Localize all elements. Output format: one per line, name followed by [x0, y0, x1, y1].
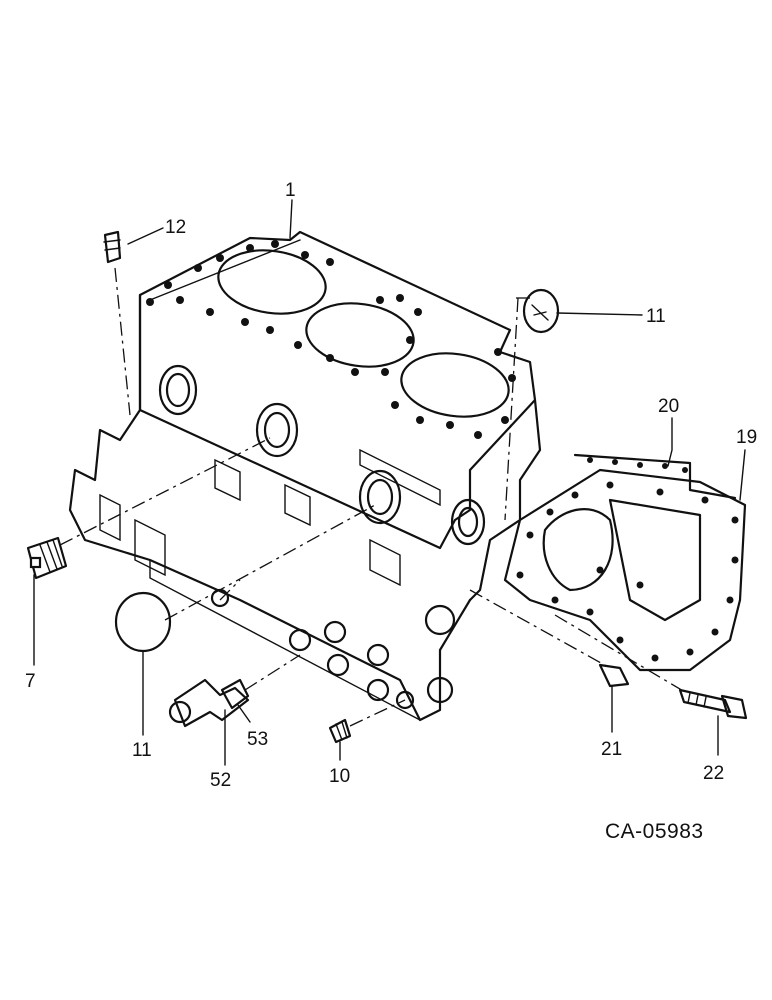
callout-53: 53: [247, 729, 268, 750]
drawing-reference-code: CA-05983: [605, 820, 704, 843]
callout-7: 7: [25, 671, 36, 692]
callout-21: 21: [601, 739, 622, 760]
assembly-lines: [59, 267, 686, 727]
bolt-22: [678, 688, 748, 720]
callout-19: 19: [736, 427, 757, 448]
callout-1: 1: [285, 180, 296, 201]
plug-10: [328, 718, 352, 744]
expansion-plug-bottom: [114, 591, 172, 653]
pipe-plug-7: [26, 536, 68, 580]
nut-53: [220, 678, 250, 710]
callout-10: 10: [329, 766, 350, 787]
callout-52: 52: [210, 770, 231, 791]
callout-22: 22: [703, 763, 724, 784]
fitting-12: [103, 230, 122, 264]
dowel-pin-21: [598, 663, 630, 688]
callout-20: 20: [658, 396, 679, 417]
rear-plate: [503, 468, 747, 672]
callout-12: 12: [165, 217, 186, 238]
leader-lines: [33, 199, 746, 766]
callout-11-top: 11: [646, 306, 666, 327]
expansion-plug-top: [522, 288, 560, 334]
cylinder-block: [68, 230, 542, 722]
callout-11-bottom: 11: [132, 740, 152, 761]
oil-pressure-sender-52: [168, 678, 250, 728]
rear-plate-gasket: [573, 453, 737, 500]
